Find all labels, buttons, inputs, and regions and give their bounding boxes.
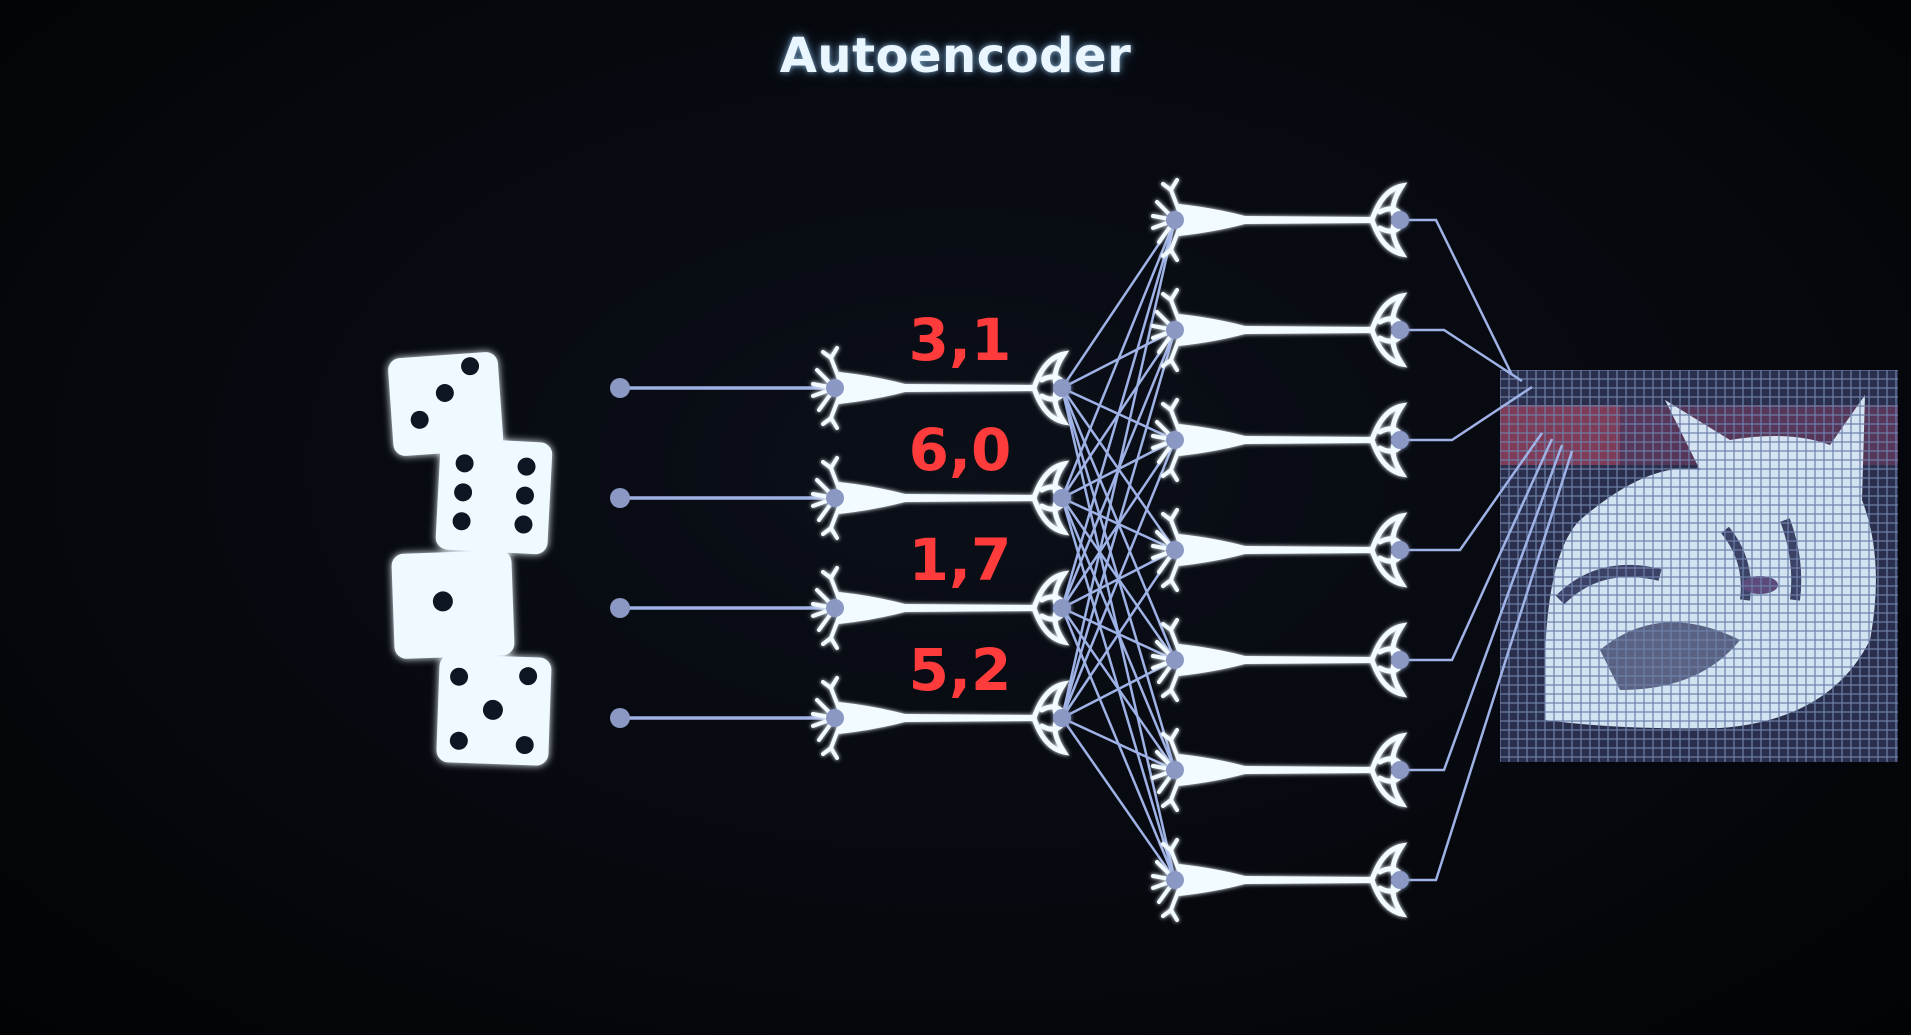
connection-node bbox=[1053, 709, 1071, 727]
latent-code-label: 5,2 bbox=[909, 636, 1012, 704]
encoder-neuron bbox=[811, 566, 1071, 650]
decoder-neuron bbox=[1151, 508, 1409, 592]
connection-node bbox=[826, 379, 844, 397]
output-connection bbox=[1400, 385, 1533, 442]
decoder-neuron bbox=[1151, 288, 1409, 372]
input-node bbox=[610, 708, 630, 728]
decoder-neuron bbox=[1151, 728, 1409, 812]
connection-node bbox=[1391, 651, 1409, 669]
encoder-neuron bbox=[811, 676, 1071, 760]
latent-code-label: 6,0 bbox=[909, 416, 1012, 484]
die-1 bbox=[388, 352, 504, 456]
connection-node bbox=[826, 709, 844, 727]
die-4 bbox=[436, 654, 552, 766]
dice-icon bbox=[388, 352, 553, 766]
decoder-neuron bbox=[1151, 838, 1409, 922]
mesh-connection bbox=[1060, 717, 1177, 881]
slide-title: Autoencoder bbox=[779, 28, 1132, 84]
connection-node bbox=[1166, 321, 1184, 339]
output-connection bbox=[1400, 444, 1564, 772]
connection-node bbox=[1053, 599, 1071, 617]
latent-code-label: 3,1 bbox=[909, 306, 1012, 374]
connection-node bbox=[1166, 431, 1184, 449]
die-2 bbox=[435, 437, 553, 555]
connection-node bbox=[1391, 431, 1409, 449]
connection-node bbox=[826, 489, 844, 507]
output-connection bbox=[1400, 218, 1514, 376]
input-node bbox=[610, 598, 630, 618]
mesh-connection bbox=[1060, 219, 1177, 389]
die-3 bbox=[391, 550, 515, 659]
connection-node bbox=[1053, 379, 1071, 397]
mesh-connection bbox=[1061, 658, 1176, 720]
connection-node bbox=[1391, 321, 1409, 339]
pixelated-cat-image bbox=[1500, 370, 1898, 762]
encoder-neuron bbox=[811, 456, 1071, 540]
connection-node bbox=[1391, 211, 1409, 229]
mesh-connection bbox=[1060, 219, 1177, 499]
input-node bbox=[610, 378, 630, 398]
decoder-neuron bbox=[1151, 178, 1409, 262]
mesh-connection bbox=[1060, 439, 1177, 719]
connection-node bbox=[1391, 871, 1409, 889]
encoder-neuron bbox=[811, 346, 1071, 430]
connection-node bbox=[1166, 651, 1184, 669]
connection-node bbox=[1391, 541, 1409, 559]
mesh-connection bbox=[1061, 716, 1176, 772]
decoder-neuron bbox=[1151, 398, 1409, 482]
mesh-connection bbox=[1060, 329, 1177, 719]
connection-node bbox=[1166, 211, 1184, 229]
latent-code-label: 1,7 bbox=[909, 526, 1012, 594]
connection-node bbox=[1166, 871, 1184, 889]
neuron-layer bbox=[811, 178, 1409, 922]
connection-node bbox=[826, 599, 844, 617]
output-connection bbox=[1400, 328, 1523, 383]
mesh-connection bbox=[1060, 219, 1177, 719]
connection-node bbox=[1166, 761, 1184, 779]
output-connection bbox=[1400, 432, 1544, 552]
input-node bbox=[610, 488, 630, 508]
output-connection bbox=[1400, 438, 1554, 662]
mesh-connection bbox=[1060, 549, 1177, 719]
latent-code-layer: 3,1 6,0 1,7 5,2 bbox=[909, 306, 1012, 704]
connection-node bbox=[1053, 489, 1071, 507]
decoder-neuron bbox=[1151, 618, 1409, 702]
mesh-connection bbox=[1060, 219, 1177, 609]
connection-node bbox=[1391, 761, 1409, 779]
output-connection bbox=[1400, 450, 1574, 882]
connection-layer bbox=[610, 218, 1574, 882]
connection-node bbox=[1166, 541, 1184, 559]
